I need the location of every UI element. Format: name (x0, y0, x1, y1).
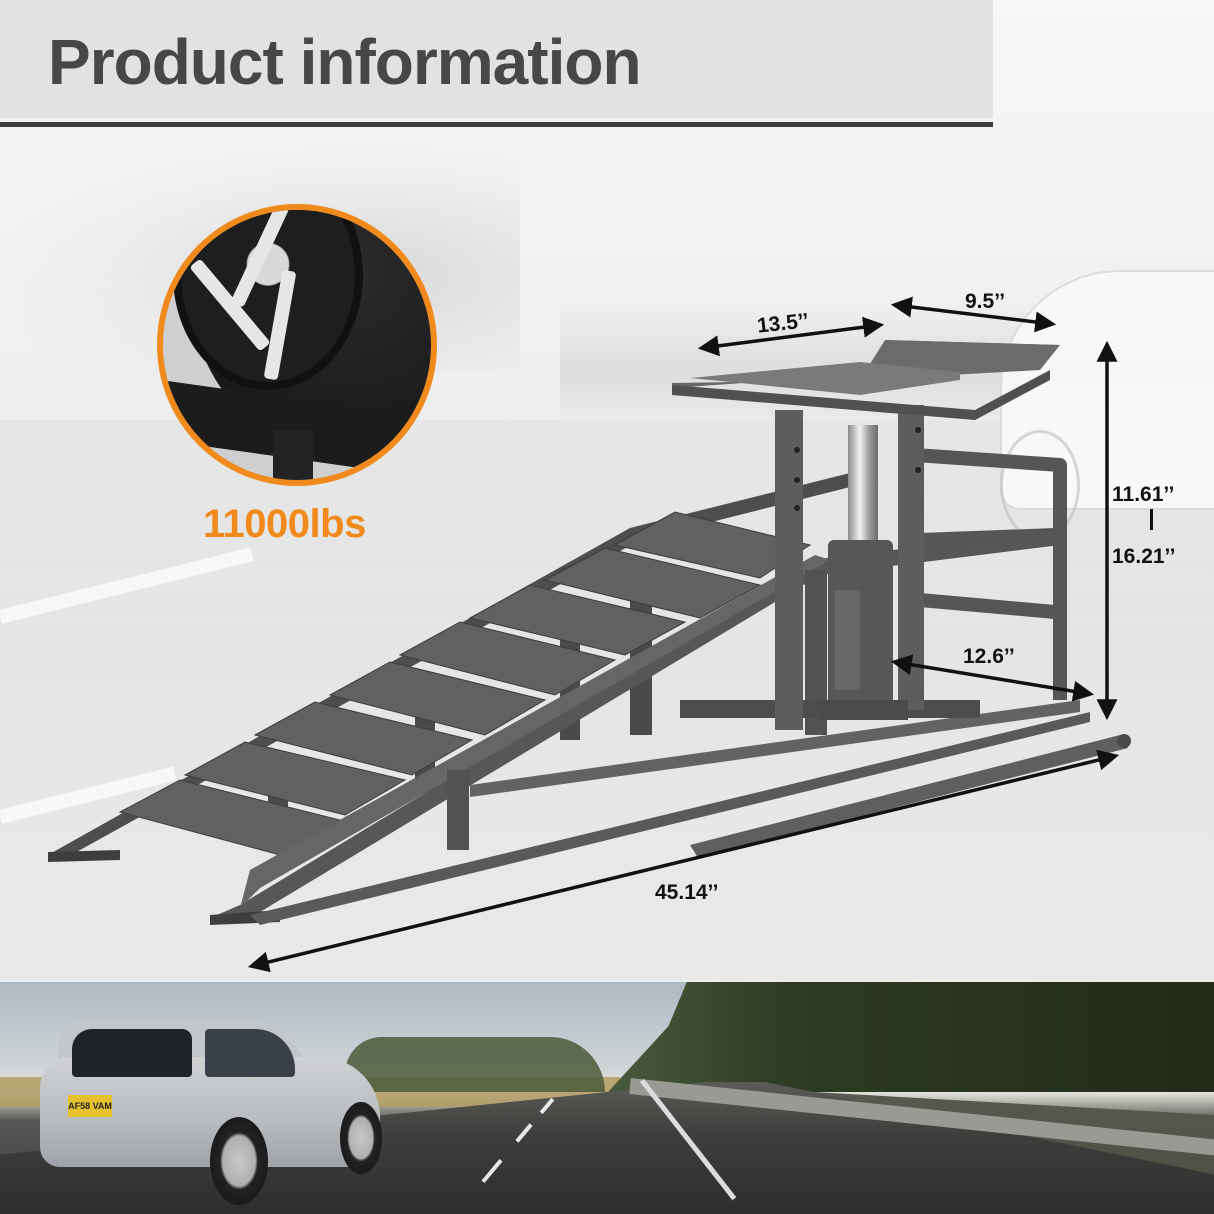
photo-treeline (608, 982, 1214, 1092)
car-front-wheel (340, 1102, 382, 1174)
header-band: Product information (0, 0, 993, 118)
highway-photo: AF58 VAM (0, 982, 1214, 1214)
dimension-platform-length: 13.5’’ (755, 309, 810, 338)
dim-arrow-total-length (247, 749, 1120, 973)
car-license-plate: AF58 VAM (68, 1095, 112, 1117)
dimension-height-max: 16.21’’ (1112, 545, 1176, 568)
tire-closeup-inset (157, 204, 437, 486)
ramp-stand-image (273, 430, 313, 480)
dimension-arrows (247, 296, 1120, 973)
car-side-window (205, 1029, 295, 1077)
lift-saddle-platform (672, 340, 1060, 420)
dim-arrow-platform-length (697, 316, 885, 357)
load-capacity-label: 11000lbs (203, 502, 366, 546)
ramp-back-rail (48, 468, 870, 862)
dim-arrow-base-width (890, 654, 1095, 702)
car-rear-window (72, 1029, 192, 1077)
dim-arrow-platform-width (890, 296, 1057, 333)
photo-distant-trees (345, 1037, 605, 1092)
dimension-range-separator (1150, 509, 1153, 530)
page-title: Product information (48, 26, 642, 98)
car-rear-wheel (210, 1117, 268, 1205)
dimension-base-width: 12.6’’ (963, 645, 1015, 668)
dimension-platform-width: 9.5’’ (965, 290, 1006, 313)
dimension-height-min: 11.61’’ (1112, 483, 1175, 506)
photo-car: AF58 VAM (40, 1017, 382, 1205)
header-divider (0, 122, 993, 127)
dimension-total-length: 45.14’’ (655, 881, 719, 904)
bottle-jack (818, 425, 908, 720)
rear-guard-frame (914, 448, 1067, 700)
